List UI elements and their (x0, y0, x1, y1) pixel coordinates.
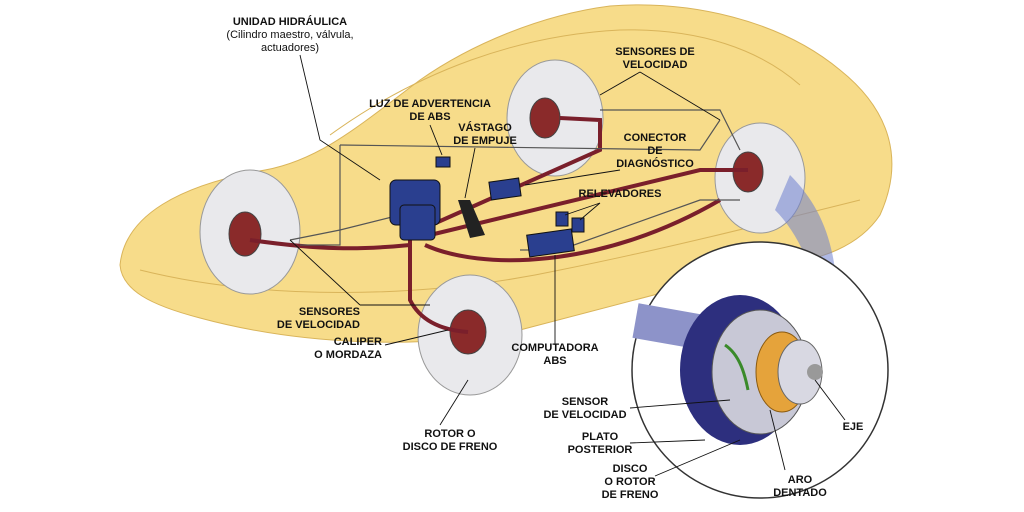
caliper-label: CALIPER O MORDAZA (314, 336, 382, 361)
rear-left-wheel (199, 169, 301, 295)
hydraulic-unit (389, 179, 441, 241)
speed-sensors-front-label: SENSORES DE VELOCIDAD (276, 306, 360, 331)
diagnostic-connector (488, 177, 522, 201)
hydraulic-unit-title: UNIDAD HIDRÁULICA (232, 16, 348, 28)
push-rod (458, 200, 485, 238)
detail-inset (631, 241, 889, 499)
front-left-wheel (417, 274, 523, 396)
speed-sensors-rear-label: SENSORES DE VELOCIDAD (615, 46, 695, 71)
relays-label: RELEVADORES (578, 188, 662, 200)
speed-sensor-label: SENSOR DE VELOCIDAD (543, 396, 627, 421)
hydraulic-unit-detail: (Cilindro maestro, válvula, actuadores) (226, 29, 354, 54)
rotor-brake-disc-label: ROTOR O DISCO DE FRENO (402, 428, 498, 453)
leader-lines (289, 54, 846, 477)
abs-warning-light (435, 156, 451, 168)
abs-computer (526, 228, 575, 258)
push-rod-label: VÁSTAGO DE EMPUJE (453, 122, 517, 147)
relay-1 (555, 211, 569, 227)
backing-plate-label: PLATO POSTERIOR (567, 431, 633, 456)
abs-warning-light-label: LUZ DE ADVERTENCIA DE ABS (369, 98, 491, 123)
axle-label: EJE (842, 421, 864, 433)
car-roof-line (329, 29, 801, 136)
relay-2 (571, 217, 585, 233)
toothed-ring-label: ARO DENTADO (773, 474, 827, 499)
disc-rotor-label: DISCO O ROTOR DE FRENO (601, 463, 659, 501)
sensor-wire (724, 343, 750, 391)
abs-computer-label: COMPUTADORA ABS (511, 342, 599, 367)
diagnostic-connector-label: CONECTOR DE DIAGNÓSTICO (616, 132, 694, 170)
